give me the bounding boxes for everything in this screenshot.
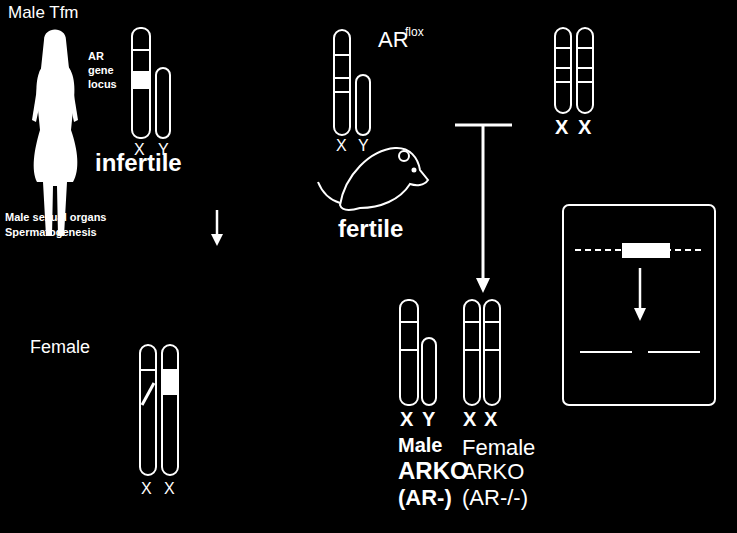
allele-superscript: flox bbox=[405, 26, 424, 39]
group-label: Female bbox=[462, 436, 535, 460]
woman-silhouette bbox=[32, 30, 78, 237]
chromosome-label: X bbox=[484, 408, 497, 430]
group-label: Male bbox=[398, 434, 442, 456]
chromosome-label: X bbox=[463, 408, 476, 430]
phenotype-label: infertile bbox=[95, 150, 182, 176]
chromosome-label: Y bbox=[422, 408, 435, 430]
chromosome-label: Y bbox=[358, 137, 369, 155]
group-label: Female bbox=[30, 338, 90, 358]
chromosome-label: X bbox=[400, 408, 413, 430]
chromosomes bbox=[132, 28, 593, 475]
group-label: (AR-/-) bbox=[462, 486, 528, 510]
effect-label: Male sexual organs bbox=[5, 211, 107, 223]
cross-arrow bbox=[455, 125, 512, 293]
chromosome-label: X bbox=[164, 480, 175, 498]
allele-label: AR bbox=[378, 28, 409, 52]
rat-illustration bbox=[318, 148, 428, 210]
cre-excision-box bbox=[563, 205, 715, 405]
down-arrow bbox=[211, 210, 223, 246]
group-label: ARKO bbox=[462, 460, 524, 484]
effect-label: Spermatogenesis bbox=[5, 226, 97, 238]
chromosome-label: X bbox=[578, 116, 591, 138]
phenotype-label: fertile bbox=[338, 216, 403, 242]
gene-label: AR gene locus bbox=[88, 50, 130, 91]
title-label: Male Tfm bbox=[8, 4, 79, 23]
chromosome-label: X bbox=[555, 116, 568, 138]
chromosome-label: X bbox=[141, 480, 152, 498]
group-label: (AR-) bbox=[398, 486, 452, 510]
group-label: ARKO bbox=[398, 458, 469, 484]
chromosome-label: X bbox=[336, 137, 347, 155]
